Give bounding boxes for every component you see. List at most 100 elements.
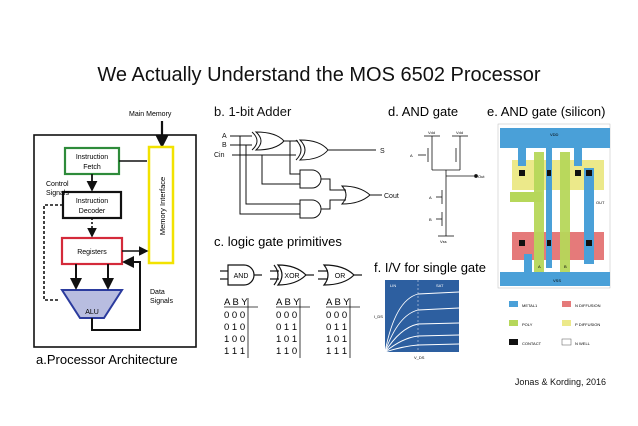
control-signals-line2: Signals (46, 190, 69, 197)
processor-boundary (33, 134, 197, 348)
d-vdd-2: Vdd (456, 130, 463, 135)
xor-header: A B Y (276, 297, 300, 308)
legend-swatch-pdiff (562, 320, 571, 326)
adder-output-s: S (380, 148, 385, 155)
instruction-fetch-line2: Fetch (83, 164, 101, 171)
xor1-back (251, 131, 258, 151)
wire-xor1-to-and1 (289, 141, 300, 175)
xor-row-4: 1 1 0 (276, 346, 297, 357)
adder-input-b: B (222, 142, 227, 149)
adder-output-cout: Cout (384, 193, 399, 200)
iv-curves (384, 291, 460, 353)
panel-c-logic-gate-primitives: c. logic gate primitives AND XOR (214, 234, 362, 358)
legend-swatch-nwell (561, 338, 572, 346)
alu-feedback-line (91, 256, 141, 331)
metal-mid (546, 148, 552, 268)
vss-rail (500, 272, 610, 286)
legend-swatch-poly (509, 320, 518, 326)
xor-gate-name: XOR (284, 273, 299, 280)
d-output: Out (478, 174, 485, 179)
and-row-1: 0 0 0 (224, 310, 245, 321)
instruction-decoder-line2: Decoder (79, 208, 106, 215)
d-input-a: A (410, 153, 413, 158)
or-row-2: 0 1 1 (326, 322, 347, 333)
xor2-back (295, 139, 302, 161)
metal-strap-1 (518, 146, 526, 166)
and-row-4: 1 1 1 (224, 346, 245, 357)
legend-pdiff: P DIFFUSION (575, 322, 600, 327)
metal-strap-2 (574, 146, 582, 166)
instruction-decoder-line1: Instruction (76, 198, 108, 205)
legend-swatch-ndiff (562, 301, 571, 307)
d-vss: Vss (440, 239, 447, 244)
panel-e-and-gate-silicon: e. AND gate (silicon) VDD VSS A B OUT (487, 104, 611, 346)
and-row-3: 1 0 0 (224, 334, 245, 345)
and-row-2: 0 1 0 (224, 322, 245, 333)
legend-poly: POLY (522, 322, 533, 327)
memory-interface-label: Memory Interface (158, 177, 167, 235)
or-row-4: 1 1 1 (326, 346, 347, 357)
and2-gate (299, 199, 322, 219)
wire-cin-to-and1 (261, 155, 300, 185)
e-input-b: B (564, 264, 567, 269)
panel-b-label: b. 1-bit Adder (214, 104, 292, 119)
panel-d-label: d. AND gate (388, 104, 458, 119)
d-input-a-bottom: A (429, 195, 432, 200)
truth-table-xor: A B Y 0 0 0 0 1 1 1 0 1 1 1 0 (276, 297, 310, 358)
or-header: A B Y (326, 297, 350, 308)
vdd-rail (500, 128, 610, 148)
legend-contact: CONTACT (522, 341, 542, 346)
poly-b (560, 152, 570, 272)
silicon-legend: METAL1 N DIFFUSION POLY P DIFFUSION CONT… (509, 301, 601, 346)
panel-f-iv-curve: f. I/V for single gate LIN SAT I_DS V_DS (374, 260, 486, 360)
or-gate (340, 185, 371, 205)
and-gate-icon (220, 264, 262, 286)
contacts (519, 170, 592, 246)
xor-gate-icon (270, 264, 314, 286)
truth-table-or: A B Y 0 0 0 0 1 1 1 0 1 1 1 1 (326, 297, 360, 358)
wire-b-to-and2 (245, 145, 300, 205)
poly-bridge (510, 192, 542, 202)
slide-title: We Actually Understand the MOS 6502 Proc… (97, 64, 541, 86)
adder-input-a: A (222, 133, 227, 140)
control-signals-line (43, 204, 63, 301)
metal-out (584, 168, 594, 264)
panel-b-1bit-adder: b. 1-bit Adder A B Cin S (214, 104, 399, 219)
legend-metal: METAL1 (522, 303, 538, 308)
or-gate-icon (318, 264, 362, 286)
xor-row-2: 0 1 1 (276, 322, 297, 333)
alu-label: ALU (85, 309, 99, 316)
xor1-gate (254, 131, 285, 151)
panel-f-label: f. I/V for single gate (374, 260, 486, 275)
panel-d-and-gate-transistors: d. AND gate Vdd Vdd (388, 104, 485, 244)
and1-to-or (321, 178, 346, 191)
poly-a (534, 152, 544, 272)
citation: Jonas & Kording, 2016 (514, 377, 606, 387)
instruction-decoder-box (61, 190, 123, 220)
memory-interface-box (147, 145, 175, 265)
data-signals-line1: Data (150, 289, 165, 296)
xor-row-1: 0 0 0 (276, 310, 297, 321)
legend-nwell: N WELL (575, 341, 591, 346)
or-row-3: 1 0 1 (326, 334, 347, 345)
d-input-b: B (429, 217, 432, 222)
alu-shape (60, 289, 124, 319)
e-input-a: A (538, 264, 541, 269)
panel-c-label: c. logic gate primitives (214, 234, 342, 249)
iv-xlabel: V_DS (414, 355, 425, 360)
e-output: OUT (596, 200, 605, 205)
registers-label: Registers (77, 249, 107, 256)
iv-sat-label: SAT (436, 283, 444, 288)
and2-to-or (321, 199, 346, 210)
main-memory-label: Main Memory (129, 111, 172, 118)
iv-lin-label: LIN (390, 283, 396, 288)
control-signals-line1: Control (46, 181, 69, 188)
xor-row-3: 1 0 1 (276, 334, 297, 345)
and-header: A B Y (224, 297, 248, 308)
or-gate-name: OR (335, 273, 346, 280)
e-vdd: VDD (550, 132, 559, 137)
wire-a-to-and2 (239, 136, 300, 215)
legend-ndiff: N DIFFUSION (575, 303, 601, 308)
